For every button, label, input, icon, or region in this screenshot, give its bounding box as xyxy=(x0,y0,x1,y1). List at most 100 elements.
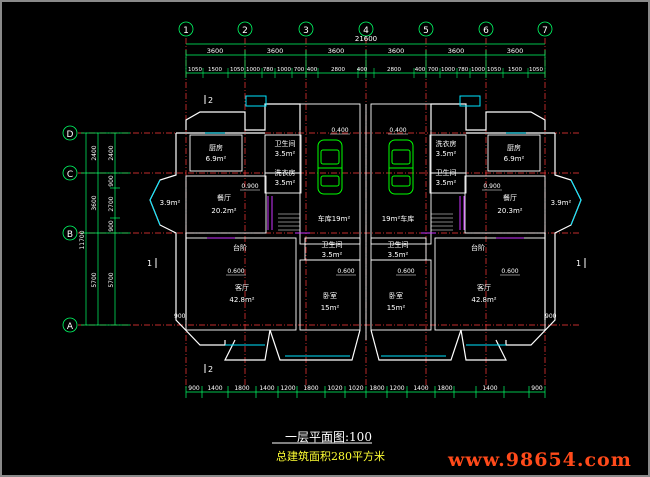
bottom-dim-6: 1800 xyxy=(303,385,318,392)
top-dimension-ticks xyxy=(202,68,529,78)
level-underlines xyxy=(226,133,520,276)
top-dim2-10: 400 xyxy=(357,67,368,73)
room-living-left-area: 42.8m² xyxy=(229,296,254,304)
bottom-dim-1: 900 xyxy=(188,385,200,392)
room-bath-right-area: 3.5m² xyxy=(436,179,457,187)
section-mark-bottom: 2 xyxy=(208,365,213,374)
inner-walls xyxy=(185,103,546,340)
room-dining-left: 餐厅 xyxy=(217,193,231,202)
room-kitchen-right: 厨房 xyxy=(507,143,521,152)
top-dim2-18: 1500 xyxy=(508,67,522,73)
room-bath2-left-area: 3.5m² xyxy=(322,251,343,259)
room-bedroom-right-area: 15m² xyxy=(387,304,406,312)
room-dining-right-area: 20.3m² xyxy=(497,207,522,215)
axis-label-6: 6 xyxy=(483,26,489,36)
axis-bubbles-left xyxy=(62,125,78,333)
room-dining-right: 餐厅 xyxy=(503,193,517,202)
bottom-dimension-lines xyxy=(185,386,546,398)
room-garage-left: 车库19m² xyxy=(318,214,351,223)
top-dim2-4: 1000 xyxy=(246,67,260,73)
level-living-left: 0.600 xyxy=(227,268,244,275)
room-bath2-right-area: 3.5m² xyxy=(388,251,409,259)
room-bedroom-right: 卧室 xyxy=(389,291,403,300)
top-dim2-12: 400 xyxy=(415,67,426,73)
room-living-right-area: 42.8m² xyxy=(471,296,496,304)
bottom-dim-4: 1400 xyxy=(259,385,274,392)
room-bath2-right: 卫生间 xyxy=(388,240,409,249)
top-dim2-13: 700 xyxy=(428,67,439,73)
room-bath-right: 卫生间 xyxy=(436,168,457,177)
level-living-right: 0.600 xyxy=(501,268,518,275)
axis-label-B: B xyxy=(67,230,73,240)
stairs xyxy=(207,196,524,239)
top-dim2-11: 2800 xyxy=(387,67,401,73)
top-dim2-17: 1050 xyxy=(487,67,501,73)
axis-label-4: 4 xyxy=(363,26,369,36)
watermark-url: www.98654.com xyxy=(448,449,632,471)
outer-walls xyxy=(149,103,582,361)
car-right-icon xyxy=(388,139,414,195)
top-dim2-16: 1000 xyxy=(471,67,485,73)
left-dim-inner-1: 2400 xyxy=(108,145,115,160)
room-kitchen-left-area: 6.9m² xyxy=(206,155,227,163)
axis-bubbles-top xyxy=(178,21,553,37)
top-total-dim: 21600 xyxy=(355,35,377,43)
dim-900-left: 900 xyxy=(174,313,186,320)
top-dim2-9: 2800 xyxy=(331,67,345,73)
top-dim2-8: 400 xyxy=(307,67,318,73)
bottom-dim-11: 1400 xyxy=(413,385,428,392)
left-dim-inner-2: 900 xyxy=(108,175,115,187)
dim-900-right: 900 xyxy=(545,313,557,320)
level-bedroom-right: 0.600 xyxy=(397,268,414,275)
left-dim-2: 3600 xyxy=(91,195,98,210)
top-dim2-2: 1500 xyxy=(208,67,222,73)
bottom-dim-9: 1800 xyxy=(369,385,384,392)
left-dim-3: 5700 xyxy=(91,272,98,287)
top-dim-2: 3600 xyxy=(267,47,284,55)
top-dim2-19: 1050 xyxy=(529,67,543,73)
left-dimension-lines xyxy=(81,132,130,326)
bottom-dim-3: 1800 xyxy=(234,385,249,392)
top-dim2-1: 1050 xyxy=(188,67,202,73)
room-living-left: 客厅 xyxy=(235,283,249,292)
top-dim-3: 3600 xyxy=(328,47,345,55)
section-mark-top: 2 xyxy=(208,96,213,105)
level-bedroom-left: 0.600 xyxy=(337,268,354,275)
room-step-right: 台阶 xyxy=(471,243,485,252)
room-laundry-left: 洗衣房 xyxy=(275,168,296,177)
top-dim2-7: 700 xyxy=(294,67,305,73)
bottom-dim-8: 1020 xyxy=(348,385,363,392)
room-laundry-right: 洗衣房 xyxy=(436,139,457,148)
room-bath-left-area: 3.5m² xyxy=(275,150,296,158)
room-bedroom-left-area: 15m² xyxy=(321,304,340,312)
drawing-title: 一层平面图:100 xyxy=(285,430,372,444)
room-kitchen-right-area: 6.9m² xyxy=(504,155,525,163)
top-dim2-15: 780 xyxy=(458,67,469,73)
top-dim2-3: 1050 xyxy=(230,67,244,73)
left-total-dim: 11700 xyxy=(79,230,86,249)
room-garage-right: 19m²车库 xyxy=(382,214,415,223)
axis-label-C: C xyxy=(67,170,73,180)
section-mark-bars xyxy=(155,95,586,373)
bottom-dim-7: 1020 xyxy=(327,385,342,392)
left-dim-inner-4: 900 xyxy=(108,220,115,232)
bottom-dim-10: 1200 xyxy=(389,385,404,392)
bottom-dim-2: 1400 xyxy=(207,385,222,392)
room-bay-left-area: 3.9m² xyxy=(160,199,181,207)
axis-label-3: 3 xyxy=(303,26,309,36)
top-dim-1: 3600 xyxy=(207,47,224,55)
room-bedroom-left: 卧室 xyxy=(323,291,337,300)
windows xyxy=(149,95,582,357)
bottom-dim-13: 1400 xyxy=(482,385,497,392)
room-laundry-left-area: 3.5m² xyxy=(275,179,296,187)
axis-label-7: 7 xyxy=(542,26,548,36)
bottom-dim-12: 1800 xyxy=(437,385,452,392)
level-garage-right: 0.400 xyxy=(389,127,406,134)
room-bath2-left: 卫生间 xyxy=(322,240,343,249)
room-bath-left: 卫生间 xyxy=(275,139,296,148)
left-dim-inner-5: 5700 xyxy=(108,272,115,287)
level-garage-left: 0.400 xyxy=(331,127,348,134)
room-kitchen-left: 厨房 xyxy=(209,143,223,152)
top-dim2-5: 780 xyxy=(263,67,274,73)
